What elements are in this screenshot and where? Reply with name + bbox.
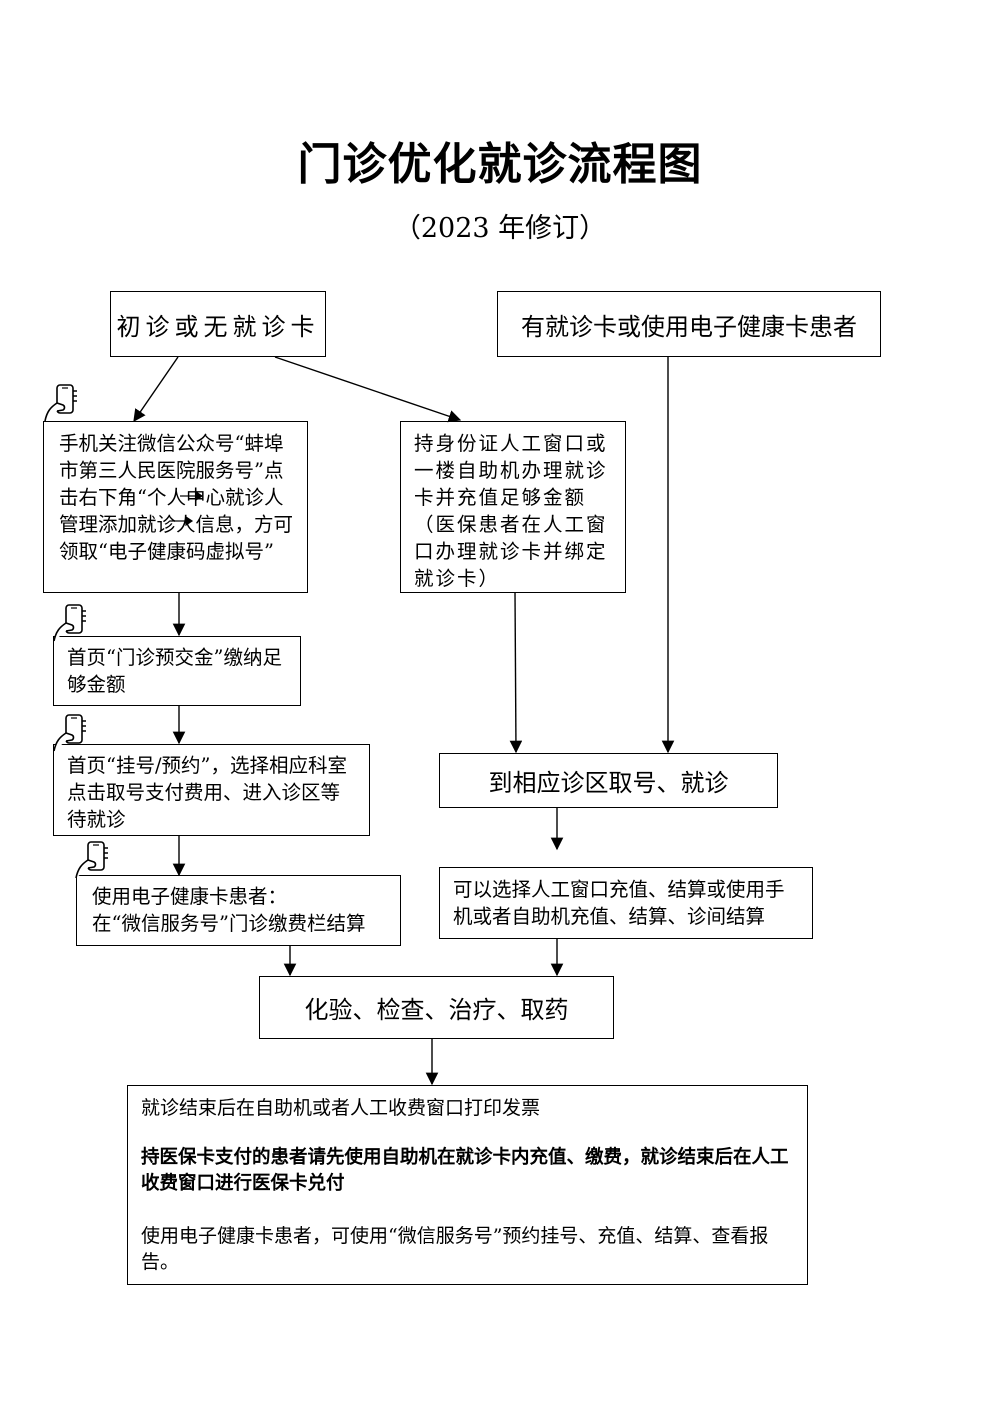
arrow-initial-to-idcard	[274, 356, 462, 423]
node-initial-visit-label: 初诊或无就诊卡	[116, 312, 320, 341]
node-final-notes: 就诊结束后在自助机或者人工收费窗口打印发票 持医保卡支付的患者请先使用自助机在就…	[127, 1085, 808, 1285]
node-id-card-window: 持身份证人工窗口或一楼自助机办理就诊卡并充值足够金额（医保患者在人工窗口办理就诊…	[400, 421, 626, 593]
final-note-e-card: 使用电子健康卡患者，可使用“微信服务号”预约挂号、充值、结算、查看报告。	[141, 1225, 769, 1273]
page-title: 门诊优化就诊流程图	[297, 139, 703, 190]
node-has-card-label: 有就诊卡或使用电子健康卡患者	[521, 312, 857, 341]
node-prepay: 首页“门诊预交金”缴纳足够金额	[53, 636, 301, 706]
node-payment-options-label: 可以选择人工窗口充值、结算或使用手机或者自助机充值、结算、诊间结算	[453, 878, 785, 928]
node-wechat-follow: 手机关注微信公众号“蚌埠市第三人民医院服务号”点击右下角“个人中心就诊人管理添加…	[43, 421, 308, 593]
node-wechat-follow-label: 手机关注微信公众号“蚌埠市第三人民医院服务号”点击右下角“个人中心就诊人管理添加…	[59, 432, 294, 563]
page-subtitle: （2023 年修订）	[393, 213, 607, 244]
node-id-card-window-label: 持身份证人工窗口或一楼自助机办理就诊卡并充值足够金额（医保患者在人工窗口办理就诊…	[414, 432, 608, 590]
node-e-card-pay: 使用电子健康卡患者： 在“微信服务号”门诊缴费栏结算	[76, 875, 401, 946]
final-note-insurance: 持医保卡支付的患者请先使用自助机在就诊卡内充值、缴费，就诊结束后在人工收费窗口进…	[141, 1147, 789, 1194]
arrow-idcard-to-clinic	[509, 591, 523, 754]
node-payment-options: 可以选择人工窗口充值、结算或使用手机或者自助机充值、结算、诊间结算	[439, 867, 813, 939]
node-register-label: 首页“挂号/预约”，选择相应科室点击取号支付费用、进入诊区等待就诊	[67, 754, 348, 831]
node-prepay-label: 首页“门诊预交金”缴纳足够金额	[67, 646, 282, 696]
final-note-invoice: 就诊结束后在自助机或者人工收费窗口打印发票	[141, 1097, 541, 1119]
node-tests-label: 化验、检查、治疗、取药	[304, 996, 569, 1024]
node-go-clinic: 到相应诊区取号、就诊	[439, 753, 778, 808]
phone-hand-icon	[53, 714, 86, 752]
node-register: 首页“挂号/预约”，选择相应科室点击取号支付费用、进入诊区等待就诊	[53, 744, 370, 836]
node-e-card-pay-line1: 使用电子健康卡患者：	[92, 885, 288, 908]
node-go-clinic-label: 到相应诊区取号、就诊	[488, 769, 729, 797]
node-e-card-pay-line2: 在“微信服务号”门诊缴费栏结算	[92, 912, 366, 935]
node-has-card: 有就诊卡或使用电子健康卡患者	[497, 291, 881, 357]
node-initial-visit: 初诊或无就诊卡	[110, 291, 326, 357]
phone-hand-icon	[44, 384, 77, 422]
phone-hand-icon	[53, 604, 86, 642]
node-tests: 化验、检查、治疗、取药	[259, 976, 614, 1039]
arrow-initial-to-wechat	[133, 356, 179, 423]
phone-hand-icon	[75, 841, 108, 879]
